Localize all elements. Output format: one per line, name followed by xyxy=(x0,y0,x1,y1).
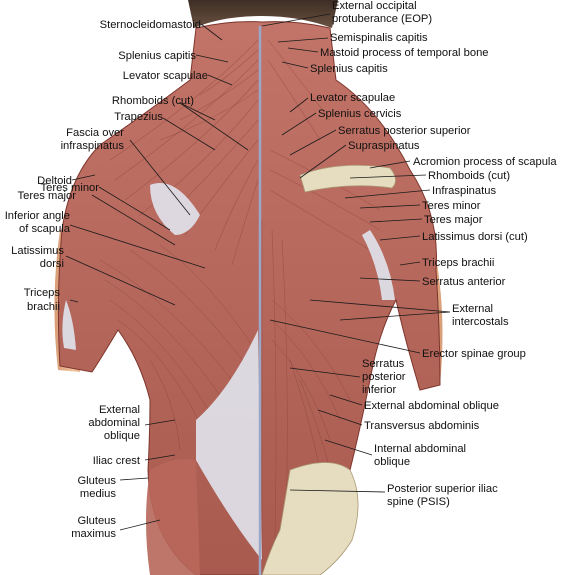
label-semispinalis-capitis: Semispinalis capitis xyxy=(330,32,428,44)
label-supraspinatus: Supraspinatus xyxy=(348,140,420,152)
label-eop-2: protuberance (EOP) xyxy=(332,13,432,25)
label-triceps-right: Triceps brachii xyxy=(422,257,494,269)
label-teres-minor-left: Teres minor xyxy=(41,182,100,194)
label-eop-1: External occipital xyxy=(332,0,417,12)
acromion-bone xyxy=(299,164,396,193)
right-arm-tendon xyxy=(362,230,395,300)
label-latissimus: Latissimus xyxy=(11,245,64,257)
label-gluteus-maximus-1: Gluteus xyxy=(77,515,116,527)
label-levator-scapulae-right: Levator scapulae xyxy=(310,92,395,104)
hair xyxy=(188,0,338,28)
label-triceps-left: Triceps xyxy=(24,287,61,299)
label-of-scapula: of scapula xyxy=(19,223,71,235)
fascia-infraspinatus xyxy=(150,183,200,235)
label-internal-oblique-2: oblique xyxy=(374,456,410,468)
label-serratus-post-inf-3: inferior xyxy=(362,384,396,396)
label-splenius-capitis-right: Splenius capitis xyxy=(310,63,388,75)
label-gluteus-maximus-2: maximus xyxy=(71,528,116,540)
label-fascia-over: Fascia over xyxy=(66,127,124,139)
label-splenius-cervicis: Splenius cervicis xyxy=(318,108,402,120)
label-rhomboids-cut-left: Rhomboids (cut) xyxy=(112,95,194,107)
label-latissimus-cut: Latissimus dorsi (cut) xyxy=(422,231,528,243)
label-external-intercostals-2: intercostals xyxy=(452,316,509,328)
leader-lines xyxy=(65,13,451,531)
label-teres-minor-right: Teres minor xyxy=(422,200,481,212)
label-psis-1: Posterior superior iliac xyxy=(387,483,498,495)
label-serratus-post-inf-1: Serratus xyxy=(362,358,405,370)
label-inferior-angle: Inferior angle xyxy=(5,210,70,222)
label-serratus-anterior: Serratus anterior xyxy=(422,276,506,288)
label-psis-2: spine (PSIS) xyxy=(387,496,450,508)
label-sternocleidomastoid: Sternocleidomastoid xyxy=(100,19,201,31)
label-teres-major-right: Teres major xyxy=(424,214,483,226)
left-triceps-fascia xyxy=(62,300,76,350)
thoracolumbar-fascia xyxy=(196,330,262,560)
label-gluteus-medius-1: Gluteus xyxy=(77,475,116,487)
label-trapezius: Trapezius xyxy=(114,111,163,123)
label-external-left: External xyxy=(99,404,140,416)
label-external-abdominal-oblique: External abdominal oblique xyxy=(364,400,499,412)
right-fibres xyxy=(261,39,381,560)
label-erector-spinae: Erector spinae group xyxy=(422,348,526,360)
label-serratus-post-inf-2: posterior xyxy=(362,371,406,383)
left-labels: Sternocleidomastoid Splenius capitis Lev… xyxy=(5,19,208,540)
label-rhomboids-cut-right: Rhomboids (cut) xyxy=(428,170,510,182)
label-oblique-left: oblique xyxy=(104,430,140,442)
back-torso xyxy=(57,21,441,575)
label-levator-scapulae-left: Levator scapulae xyxy=(123,70,208,82)
label-gluteus-medius-2: medius xyxy=(80,488,116,500)
label-dorsi: dorsi xyxy=(40,258,64,270)
gluteus-region xyxy=(146,458,200,575)
label-infraspinatus-fascia: infraspinatus xyxy=(61,140,125,152)
label-teres-major-left: Teres major xyxy=(18,190,77,202)
label-deltoid: Deltoid xyxy=(37,175,72,187)
label-external-intercostals-1: External xyxy=(452,303,493,315)
label-acromion: Acromion process of scapula xyxy=(413,156,557,168)
label-iliac-crest: Iliac crest xyxy=(93,455,141,467)
label-splenius-capitis-left: Splenius capitis xyxy=(118,50,196,62)
label-infraspinatus: Infraspinatus xyxy=(432,185,496,197)
right-labels: External occipital protuberance (EOP) Se… xyxy=(310,0,557,508)
label-transversus-abdominis: Transversus abdominis xyxy=(364,420,480,432)
label-abdominal-left: abdominal xyxy=(88,417,140,429)
label-internal-oblique-1: Internal abdominal xyxy=(374,443,466,455)
label-brachii-left: brachii xyxy=(27,301,60,313)
label-mastoid-process: Mastoid process of temporal bone xyxy=(320,47,489,59)
label-serratus-posterior-superior: Serratus posterior superior xyxy=(338,125,471,137)
